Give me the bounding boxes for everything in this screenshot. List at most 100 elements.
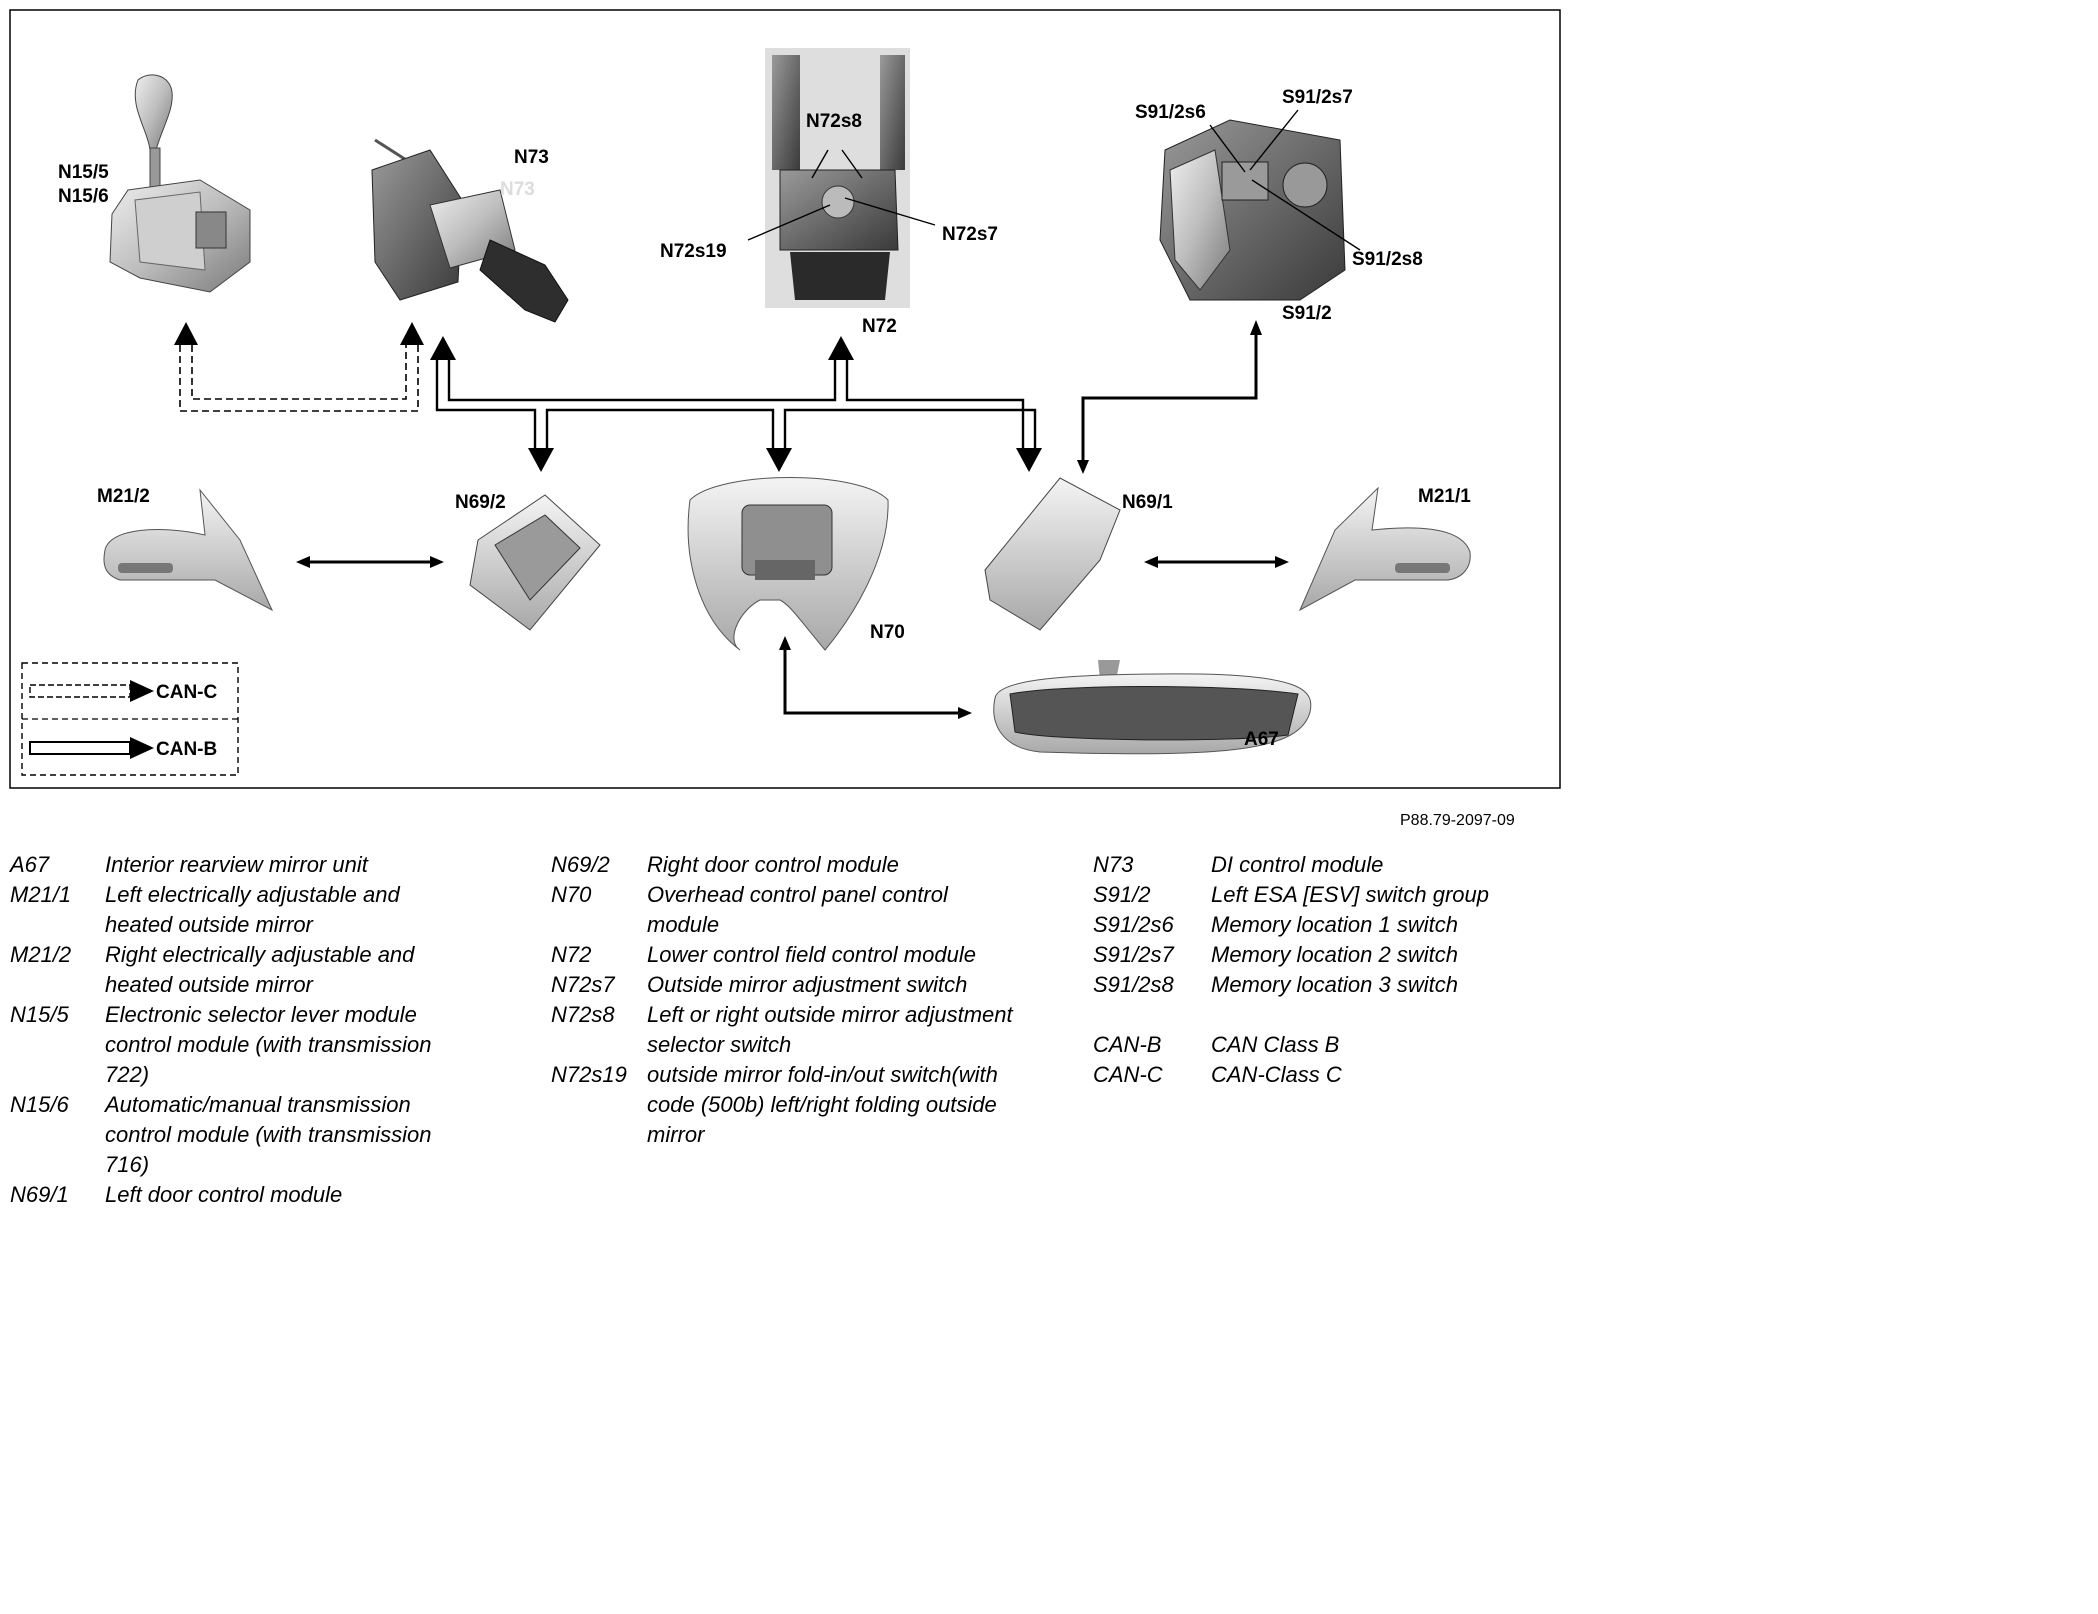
label-n69-2: N69/2 — [455, 492, 506, 513]
legend-code: S91/2s8 — [1093, 972, 1174, 997]
label-a67: A67 — [1244, 729, 1279, 750]
legend-code: M21/2 — [10, 942, 72, 967]
legend-code: N73 — [1093, 852, 1134, 877]
network-diagram: N15/5 N15/6 N73 N73 N72s8 N72s19 N72s7 N… — [9, 9, 1561, 789]
legend-description: Automatic/manual transmission control mo… — [105, 1092, 432, 1177]
legend-row: S91/2s8 Memory location 3 switch — [1093, 970, 1553, 1000]
label-n73: N73 — [514, 147, 549, 168]
legend-code: N72s7 — [551, 972, 615, 997]
legend-spacer — [1093, 1000, 1553, 1030]
arrow-to-overhead-panel — [779, 636, 791, 650]
label-s91-2s6: S91/2s6 — [1135, 102, 1206, 123]
legend-description: DI control module — [1211, 852, 1384, 877]
selector-lever-module — [109, 74, 251, 293]
arrow-to-rearview-mirror — [958, 707, 972, 719]
label-n72s8: N72s8 — [806, 111, 862, 132]
legend-code: S91/2s6 — [1093, 912, 1174, 937]
right-door-control-module — [469, 494, 601, 631]
legend-code: N72 — [551, 942, 592, 967]
label-m21-1: M21/1 — [1418, 486, 1471, 507]
legend-code: N69/2 — [551, 852, 610, 877]
label-s91-2s7: S91/2s7 — [1282, 87, 1353, 108]
legend-description: Left door control module — [105, 1182, 343, 1207]
legend-row: N73 DI control module — [1093, 850, 1553, 880]
legend-code: N15/6 — [10, 1092, 69, 1117]
legend-code: M21/1 — [10, 882, 72, 907]
legend-description: Interior rearview mirror unit — [105, 852, 368, 877]
can-b-arrow-di-module — [430, 336, 456, 360]
legend-row: M21/1 Left electrically adjustable and he… — [10, 880, 460, 940]
callout-lines — [747, 109, 1361, 251]
can-c-swatch — [29, 684, 131, 698]
can-c-link — [179, 345, 419, 412]
left-outside-mirror — [1298, 486, 1471, 612]
interior-rearview-mirror — [993, 660, 1312, 755]
overhead-control-panel — [687, 477, 889, 651]
can-c-arrow-selector-lever — [174, 322, 198, 345]
legend-row: N15/6 Automatic/manual transmission contr… — [10, 1090, 460, 1180]
legend-code: CAN-B — [1093, 1032, 1162, 1057]
left-door-control-module — [984, 477, 1121, 631]
label-n72: N72 — [862, 316, 897, 337]
right-outside-mirror — [103, 488, 274, 612]
arrow-to-right-mirror — [296, 556, 310, 568]
legend-description: Lower control field control module — [647, 942, 976, 967]
legend-row: A67 Interior rearview mirror unit — [10, 850, 460, 880]
legend-description: CAN Class B — [1211, 1032, 1340, 1057]
legend-description: Right electrically adjustable and heated… — [105, 942, 415, 997]
legend-code: A67 — [10, 852, 50, 877]
label-n72s7: N72s7 — [942, 224, 998, 245]
label-n70: N70 — [870, 622, 905, 643]
legend-row: S91/2 Left ESA [ESV] switch group — [1093, 880, 1553, 910]
legend-can-c: CAN-C — [156, 682, 217, 703]
legend-code: S91/2 — [1093, 882, 1151, 907]
legend-can-b: CAN-B — [156, 739, 217, 760]
legend-description: Outside mirror adjustment switch — [647, 972, 968, 997]
figure-id: P88.79-2097-09 — [1400, 812, 1515, 829]
direct-links — [310, 335, 1275, 715]
can-c-arrow-di-module — [400, 322, 424, 345]
legend-code: N15/5 — [10, 1002, 69, 1027]
legend-description: Left electrically adjustable and heated … — [105, 882, 400, 937]
legend-description: Memory location 3 switch — [1211, 972, 1458, 997]
diagram-frame — [9, 9, 1561, 789]
label-s91-2: S91/2 — [1282, 303, 1332, 324]
label-s91-2s8: S91/2s8 — [1352, 249, 1423, 270]
bus-legend: CAN-C CAN-B — [21, 662, 239, 776]
arrow-to-left-mirror — [1275, 556, 1289, 568]
di-control-module — [371, 138, 569, 323]
legend-row: N72s19 outside mirror fold-in/out switch(… — [551, 1060, 1021, 1150]
arrow-to-left-door-module-2 — [1144, 556, 1158, 568]
lower-control-field — [765, 48, 910, 308]
legend-code: N70 — [551, 882, 592, 907]
legend-code: N72s19 — [551, 1062, 627, 1087]
arrow-to-left-door-module — [1077, 460, 1089, 474]
label-n15-5: N15/5 — [58, 162, 109, 183]
legend-code: CAN-C — [1093, 1062, 1163, 1087]
legend-description: CAN-Class C — [1211, 1062, 1342, 1087]
legend-row: N69/2 Right door control module — [551, 850, 1021, 880]
legend-description: Right door control module — [647, 852, 899, 877]
legend-description: outside mirror fold-in/out switch(with c… — [647, 1062, 998, 1147]
legend-description: Left ESA [ESV] switch group — [1211, 882, 1489, 907]
arrow-to-right-door-module — [430, 556, 444, 568]
esa-switch-group — [1159, 119, 1346, 301]
legend-row: M21/2 Right electrically adjustable and h… — [10, 940, 460, 1000]
legend-row: CAN-B CAN Class B — [1093, 1030, 1553, 1060]
can-b-arrow-overhead-panel — [766, 448, 792, 472]
can-b-arrow-left-door-module — [1016, 448, 1042, 472]
label-n72s19: N72s19 — [660, 241, 727, 262]
legend-row: CAN-C CAN-Class C — [1093, 1060, 1553, 1090]
arrow-to-esa-switch-group — [1250, 320, 1262, 335]
label-n73-ghost: N73 — [500, 179, 535, 200]
legend-description: Overhead control panel control module — [647, 882, 948, 937]
legend-description: Electronic selector lever module control… — [105, 1002, 432, 1087]
legend-row: N72 Lower control field control module — [551, 940, 1021, 970]
can-b-arrow-lower-control-field — [828, 336, 854, 360]
legend-row: N72s7 Outside mirror adjustment switch — [551, 970, 1021, 1000]
